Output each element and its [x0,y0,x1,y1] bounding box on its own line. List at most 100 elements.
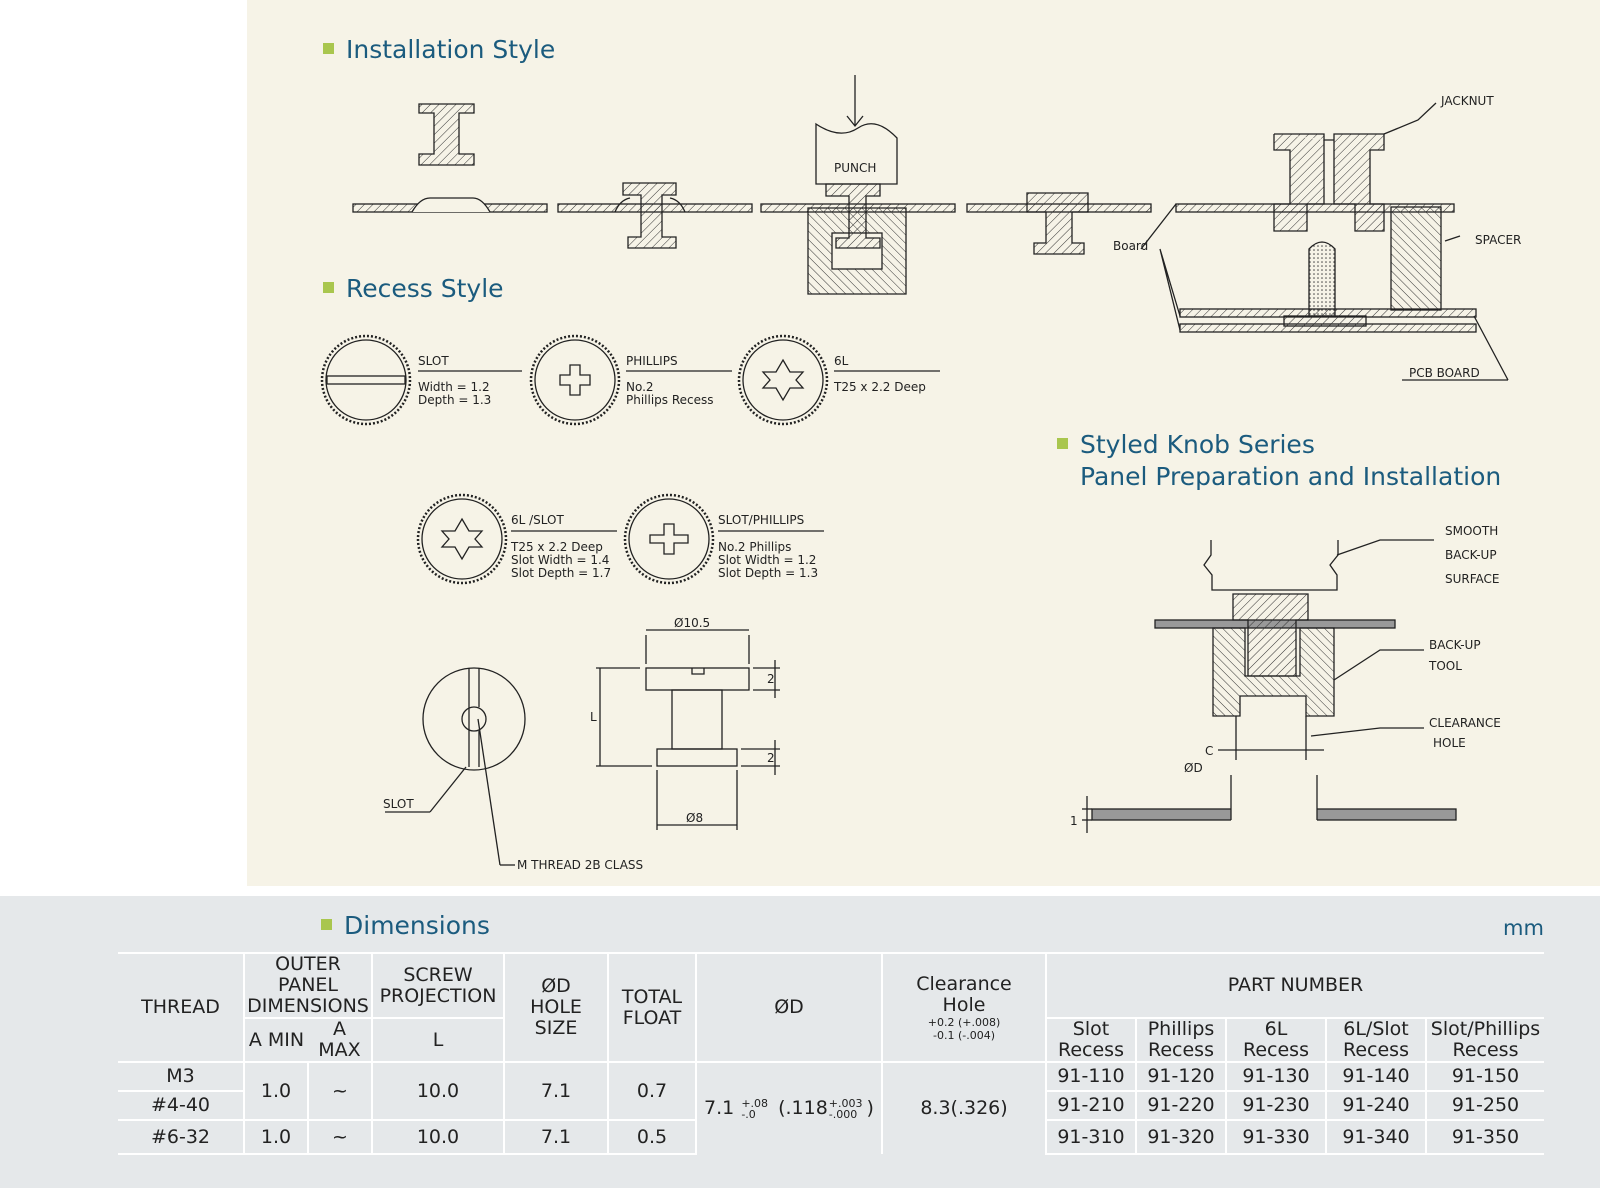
bullet-icon [1057,438,1068,449]
float-cell: 0.5 [607,1120,696,1155]
recess-slot-phillips [623,493,824,585]
dimensions-heading: Dimensions [321,910,490,942]
l-cell: 10.0 [371,1061,504,1121]
part-number-cell: 91-320 [1135,1120,1226,1155]
part-number-cell: 91-220 [1135,1091,1226,1121]
part-number-cell: 91-240 [1325,1091,1426,1121]
dia-bottom-label: Ø8 [686,811,703,825]
od-tol-minus: -.0 [741,1107,756,1121]
table-row: M3 1.0 ~ 10.0 7.1 0.7 7.1 +.08-.0 (.118+… [118,1061,1544,1154]
od-dim-label: ØD [1184,761,1203,775]
dimensions-title: Dimensions [344,911,490,940]
header-od: ØD [695,952,882,1062]
part-number-cell: 91-210 [1045,1091,1136,1121]
spacer-label: SPACER [1475,233,1521,247]
recess-phillips [529,334,732,426]
header-hole-line1: ØD [541,975,571,997]
recess-detail: No.2 Phillips [718,540,791,554]
backup-tool-label: BACK-UP [1429,638,1481,652]
install-step-4 [966,192,1152,255]
recess-detail: Width = 1.2 [418,380,490,394]
punch-label: PUNCH [834,161,876,175]
header-part-number: PART NUMBER [1045,952,1544,1019]
technical-drawings: PUNCH JACKNUT SPACER Board PCB BOARD SLO… [320,75,1521,872]
a-min-cell: 1.0 [243,1120,308,1155]
recess-style-title: Recess Style [346,274,504,303]
install-step-1 [352,103,548,213]
od-cell: 7.1 +.08-.0 (.118+.003-.000) [695,1061,882,1154]
recess-detail: T25 x 2.2 Deep [833,380,926,394]
knob-install-drawing [1082,539,1457,833]
dia-top-label: Ø10.5 [674,616,710,630]
recess-label-slot: SLOT [418,354,449,368]
recess-label-6l-slot: 6L /SLOT [511,513,564,527]
installation-style-title: Installation Style [346,35,556,64]
part-number-cell: 91-350 [1425,1120,1544,1155]
installation-style-heading: Installation Style [323,34,555,66]
od-inch-plus: +.003 [828,1096,863,1110]
l-cell: 10.0 [371,1120,504,1155]
part-number-cell: 91-310 [1045,1120,1136,1155]
part-number-cell: 91-150 [1425,1061,1544,1092]
od-tolerance: +.08-.0 [741,1098,768,1120]
header-pn-line2: Recess [1243,1039,1309,1061]
header-hole-line3: SIZE [534,1017,578,1039]
recess-6l-slot [416,493,617,585]
od-inch-minus: -.000 [828,1107,858,1121]
thickness-label: 1 [1070,814,1078,828]
float-cell: 0.7 [607,1061,696,1121]
part-number-cell: 91-340 [1325,1120,1426,1155]
header-pn-line1: 6L/Slot [1343,1018,1409,1040]
a-max-cell: ~ [307,1120,372,1155]
header-clearance-line2: Hole [942,993,986,1016]
part-number-cell: 91-330 [1225,1120,1326,1155]
part-number-cell: 91-230 [1225,1091,1326,1121]
header-outer-panel: OUTER PANEL DIMENSIONS [243,952,372,1018]
recess-detail: T25 x 2.2 Deep [510,540,603,554]
head-top-thickness: 2 [767,672,775,686]
od-tol-plus: +.08 [741,1096,769,1110]
jacknut-assembly [1140,102,1509,381]
header-pn-line1: 6L [1264,1018,1288,1040]
bullet-icon [323,43,334,54]
hole-cell: 7.1 [503,1120,608,1155]
recess-detail: Depth = 1.3 [418,393,491,407]
install-step-2 [557,182,753,249]
header-screw-line2: PROJECTION [379,984,497,1007]
od-inch-base: (.118 [778,1097,828,1119]
table-row: #4-40 91-210 91-220 91-230 91-240 91-250 [118,1091,1544,1121]
thread-callout: M THREAD 2B CLASS [517,858,643,872]
header-pn-line2: Recess [1148,1039,1214,1061]
header-hole-line2: HOLE [530,996,582,1018]
hole-cell: 7.1 [503,1061,608,1121]
styled-knob-heading: Styled Knob Series Panel Preparation and… [1057,429,1501,493]
install-step-3-punch [760,75,956,295]
od-inch-tolerance: +.003-.000 [829,1098,863,1120]
table-row: #6-32 1.0 ~ 10.0 7.1 0.5 91-310 91-320 9… [118,1120,1544,1155]
header-clearance-line1: Clearance [916,972,1012,995]
recess-detail: Slot Depth = 1.3 [718,566,818,580]
header-pn-line1: Slot/Phillips [1430,1018,1541,1040]
header-a-min: A MIN [243,1017,308,1062]
header-screw-line1: SCREW [403,963,473,986]
header-pn-line1: Slot [1072,1018,1110,1040]
head-bottom-thickness: 2 [767,751,775,765]
part-number-cell: 91-250 [1425,1091,1544,1121]
slot-callout: SLOT [383,797,414,811]
bullet-icon [321,919,332,930]
backup-tool-label: TOOL [1428,659,1462,673]
part-number-cell: 91-120 [1135,1061,1226,1092]
thread-cell: M3 [118,1061,244,1092]
header-pn-line1: Phillips [1147,1018,1215,1040]
recess-detail: Slot Width = 1.4 [511,553,609,567]
header-clearance-hole: Clearance Hole +0.2 (+.008) -0.1 (-.004) [881,952,1046,1062]
smooth-label: SMOOTH [1445,524,1498,538]
part-number-cell: 91-140 [1325,1061,1426,1092]
dimensions-table: THREAD OUTER PANEL DIMENSIONS SCREW PROJ… [118,952,1544,1155]
recess-label-6l: 6L [834,354,849,368]
unit-label: mm [1503,916,1544,940]
c-dim-label: C [1205,744,1213,758]
